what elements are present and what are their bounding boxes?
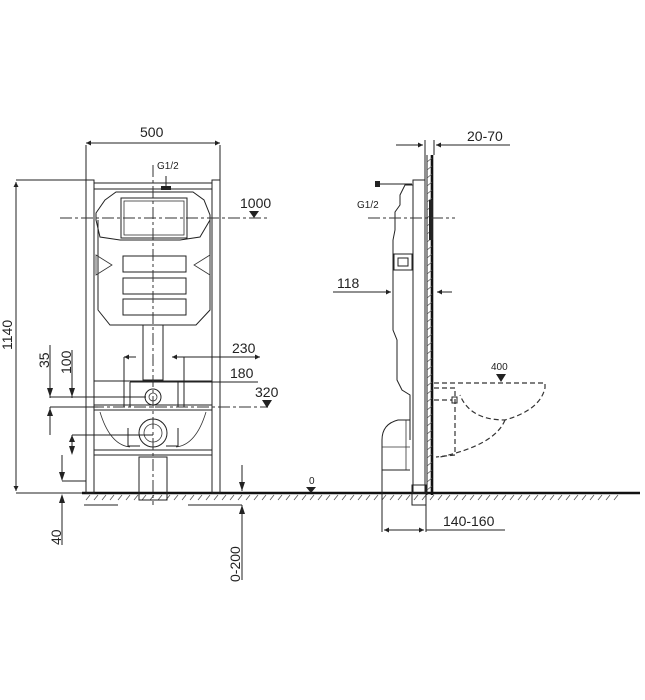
spacing-230-label: 230 <box>232 340 256 356</box>
offset-35-label: 35 <box>36 352 52 368</box>
side-dimensions: 20-70 118 140-160 <box>333 128 510 533</box>
floor-level-0-label: 0 <box>309 476 315 487</box>
front-dimensions: 500 G1/2 1000 1140 230 180 320 <box>0 124 279 582</box>
floor-adjust-label: 0-200 <box>227 546 243 582</box>
side-view: G1/2 400 0 <box>306 155 546 506</box>
side-inlet-g12-label: G1/2 <box>357 200 379 211</box>
depth-118-label: 118 <box>337 275 360 291</box>
spacing-180-label: 180 <box>230 365 254 381</box>
offset-100-label: 100 <box>58 350 74 374</box>
height-1140-label: 1140 <box>0 320 15 350</box>
wall-gap-label: 20-70 <box>467 128 503 144</box>
floor-line <box>82 491 640 501</box>
bowl-height-400-label: 400 <box>491 362 508 373</box>
bolt-height-320-label: 320 <box>255 384 279 400</box>
inlet-g12-label: G1/2 <box>157 161 179 172</box>
flush-height-label: 1000 <box>240 195 271 211</box>
floor-40-label: 40 <box>48 529 64 545</box>
front-view <box>50 165 268 506</box>
base-depth-label: 140-160 <box>443 513 495 529</box>
width-500-label: 500 <box>140 124 164 140</box>
